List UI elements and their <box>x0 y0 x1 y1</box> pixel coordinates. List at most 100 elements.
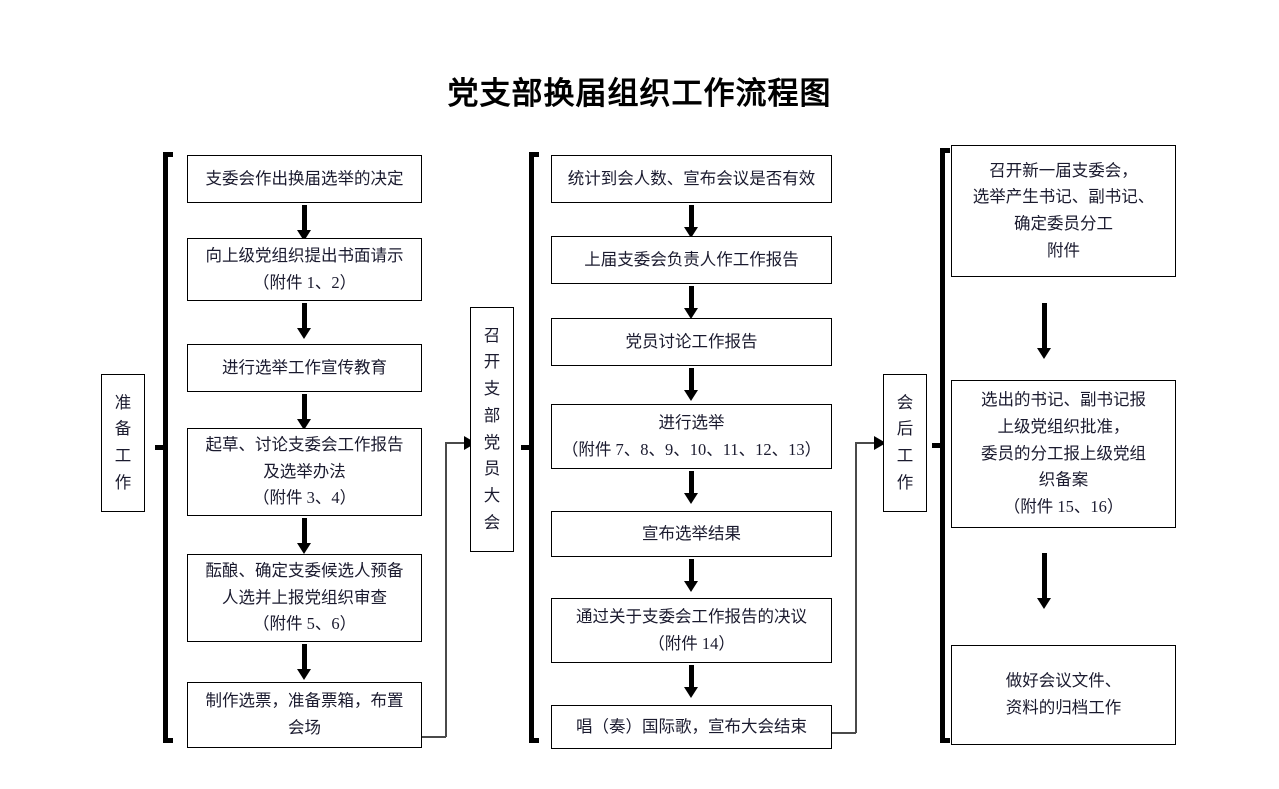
phase-char: 工 <box>114 446 132 465</box>
phase-char: 召 <box>483 325 501 345</box>
arrow-head <box>684 227 698 238</box>
step-line: 宣布选举结果 <box>642 523 741 543</box>
step-line: （附件 14） <box>648 633 735 653</box>
step-box[interactable]: 召开新一届支委会， 选举产生书记、副书记、 确定委员分工 附件 <box>951 145 1176 277</box>
arrow-shaft <box>302 394 307 419</box>
flow-arrow-down <box>684 471 699 504</box>
step-line: 确定委员分工 <box>1014 214 1113 233</box>
step-line: （附件 15、16） <box>1003 497 1124 517</box>
step-box[interactable]: 制作选票，准备票箱，布置 会场 <box>187 682 422 748</box>
step-box[interactable]: 做好会议文件、 资料的归档工作 <box>951 645 1176 745</box>
step-box[interactable]: 向上级党组织提出书面请示 （附件 1、2） <box>187 238 422 301</box>
step-box[interactable]: 通过关于支委会工作报告的决议 （附件 14） <box>551 598 832 663</box>
step-line: 及选举办法 <box>263 461 346 481</box>
step-line: 党员讨论工作报告 <box>625 331 758 351</box>
bracket-cap-top <box>163 152 173 157</box>
step-box[interactable]: 进行选举 （附件 7、8、9、10、11、12、13） <box>551 404 832 469</box>
flow-arrow-down <box>684 665 699 698</box>
bracket-spine <box>163 152 168 743</box>
step-box[interactable]: 选出的书记、副书记报 上级党组织批准， 委员的分工报上级党组 织备案 （附件 1… <box>951 380 1176 528</box>
arrow-shaft <box>689 286 694 308</box>
step-line: 制作选票，准备票箱，布置 <box>205 691 404 711</box>
step-box[interactable]: 党员讨论工作报告 <box>551 318 832 366</box>
phase-char: 备 <box>114 419 132 439</box>
bracket-spine <box>940 148 945 743</box>
step-box[interactable]: 统计到会人数、宣布会议是否有效 <box>551 155 832 203</box>
phase-char: 作 <box>114 472 132 492</box>
step-line: 唱（奏）国际歌，宣布大会结束 <box>576 716 807 736</box>
arrow-head <box>684 687 698 698</box>
step-box[interactable]: 宣布选举结果 <box>551 511 832 557</box>
step-line: 人选并上报党组织审查 <box>222 587 387 607</box>
group-bracket-followup <box>932 148 950 743</box>
step-line: 上届支委会负责人作工作报告 <box>584 249 799 269</box>
phase-char: 大 <box>483 485 501 505</box>
step-line: 委员的分工报上级党组 <box>981 443 1146 463</box>
step-box[interactable]: 进行选举工作宣传教育 <box>187 344 422 392</box>
flow-arrow-down <box>297 644 312 680</box>
step-box[interactable]: 上届支委会负责人作工作报告 <box>551 236 832 284</box>
connector-segment <box>445 442 447 737</box>
step-line: 上级党组织批准， <box>997 416 1130 436</box>
step-line: 会场 <box>288 718 321 737</box>
page-title: 党支部换届组织工作流程图 <box>447 76 832 111</box>
arrow-head <box>684 581 698 592</box>
step-line: （附件 3、4） <box>252 488 357 508</box>
phase-char: 部 <box>483 405 501 425</box>
step-line: （附件 5、6） <box>252 614 357 634</box>
arrow-head <box>1037 598 1051 609</box>
phase-char: 党 <box>483 432 501 452</box>
step-line: 酝酿、确定支委候选人预备 <box>205 560 404 580</box>
phase-char: 后 <box>896 419 914 439</box>
flow-arrow-down <box>684 559 699 592</box>
step-box[interactable]: 酝酿、确定支委候选人预备 人选并上报党组织审查 （附件 5、6） <box>187 554 422 642</box>
phase-char: 会 <box>483 512 501 532</box>
flow-arrow-down <box>684 286 699 319</box>
step-line: 选出的书记、副书记报 <box>981 390 1146 410</box>
phase-label-preparation: 准 备 工 作 <box>101 374 145 512</box>
arrow-head <box>684 308 698 319</box>
flow-arrow-down <box>1037 553 1052 611</box>
step-line: （附件 7、8、9、10、11、12、13） <box>561 439 822 459</box>
bracket-cap-bottom <box>940 738 950 743</box>
flow-arrow-down <box>1037 303 1052 361</box>
arrow-head <box>297 669 311 680</box>
connector-segment <box>445 442 467 444</box>
arrow-shaft <box>689 368 694 390</box>
flow-arrow-down <box>297 303 312 339</box>
arrow-shaft <box>689 559 694 581</box>
arrow-shaft <box>689 471 694 493</box>
step-line: 通过关于支委会工作报告的决议 <box>576 606 807 626</box>
phase-char: 会 <box>896 392 914 412</box>
step-box[interactable]: 起草、讨论支委会工作报告 及选举办法 （附件 3、4） <box>187 428 422 516</box>
step-line: 织备案 <box>1038 470 1089 490</box>
step-line: 召开新一届支委会， <box>989 160 1138 180</box>
phase-char: 工 <box>896 446 914 465</box>
bracket-cap-bottom <box>163 738 173 743</box>
arrow-head <box>297 419 311 430</box>
connector-segment <box>855 442 857 733</box>
phase-label-followup: 会 后 工 作 <box>883 374 927 512</box>
step-box[interactable]: 唱（奏）国际歌，宣布大会结束 <box>551 705 832 749</box>
bracket-cap-bottom <box>529 738 539 743</box>
step-line: 进行选举工作宣传教育 <box>222 357 387 377</box>
step-line: 选举产生书记、副书记、 <box>972 187 1155 207</box>
arrow-head <box>297 230 311 241</box>
arrow-shaft <box>302 205 307 230</box>
bracket-connector-nub <box>155 445 164 450</box>
bracket-spine <box>529 152 534 743</box>
step-line: 统计到会人数、宣布会议是否有效 <box>567 168 816 188</box>
connector-segment <box>855 442 877 444</box>
connector-segment <box>422 736 446 738</box>
bracket-connector-nub <box>521 445 530 450</box>
bracket-cap-top <box>940 148 950 153</box>
step-line: 起草、讨论支委会工作报告 <box>205 434 404 454</box>
step-line: 支委会作出换届选举的决定 <box>205 168 404 188</box>
phase-char: 开 <box>483 352 501 372</box>
arrow-head <box>684 493 698 504</box>
arrow-shaft <box>302 518 307 543</box>
step-box[interactable]: 支委会作出换届选举的决定 <box>187 155 422 203</box>
flow-arrow-down <box>684 368 699 401</box>
bracket-cap-top <box>529 152 539 157</box>
arrow-head <box>1037 348 1051 359</box>
